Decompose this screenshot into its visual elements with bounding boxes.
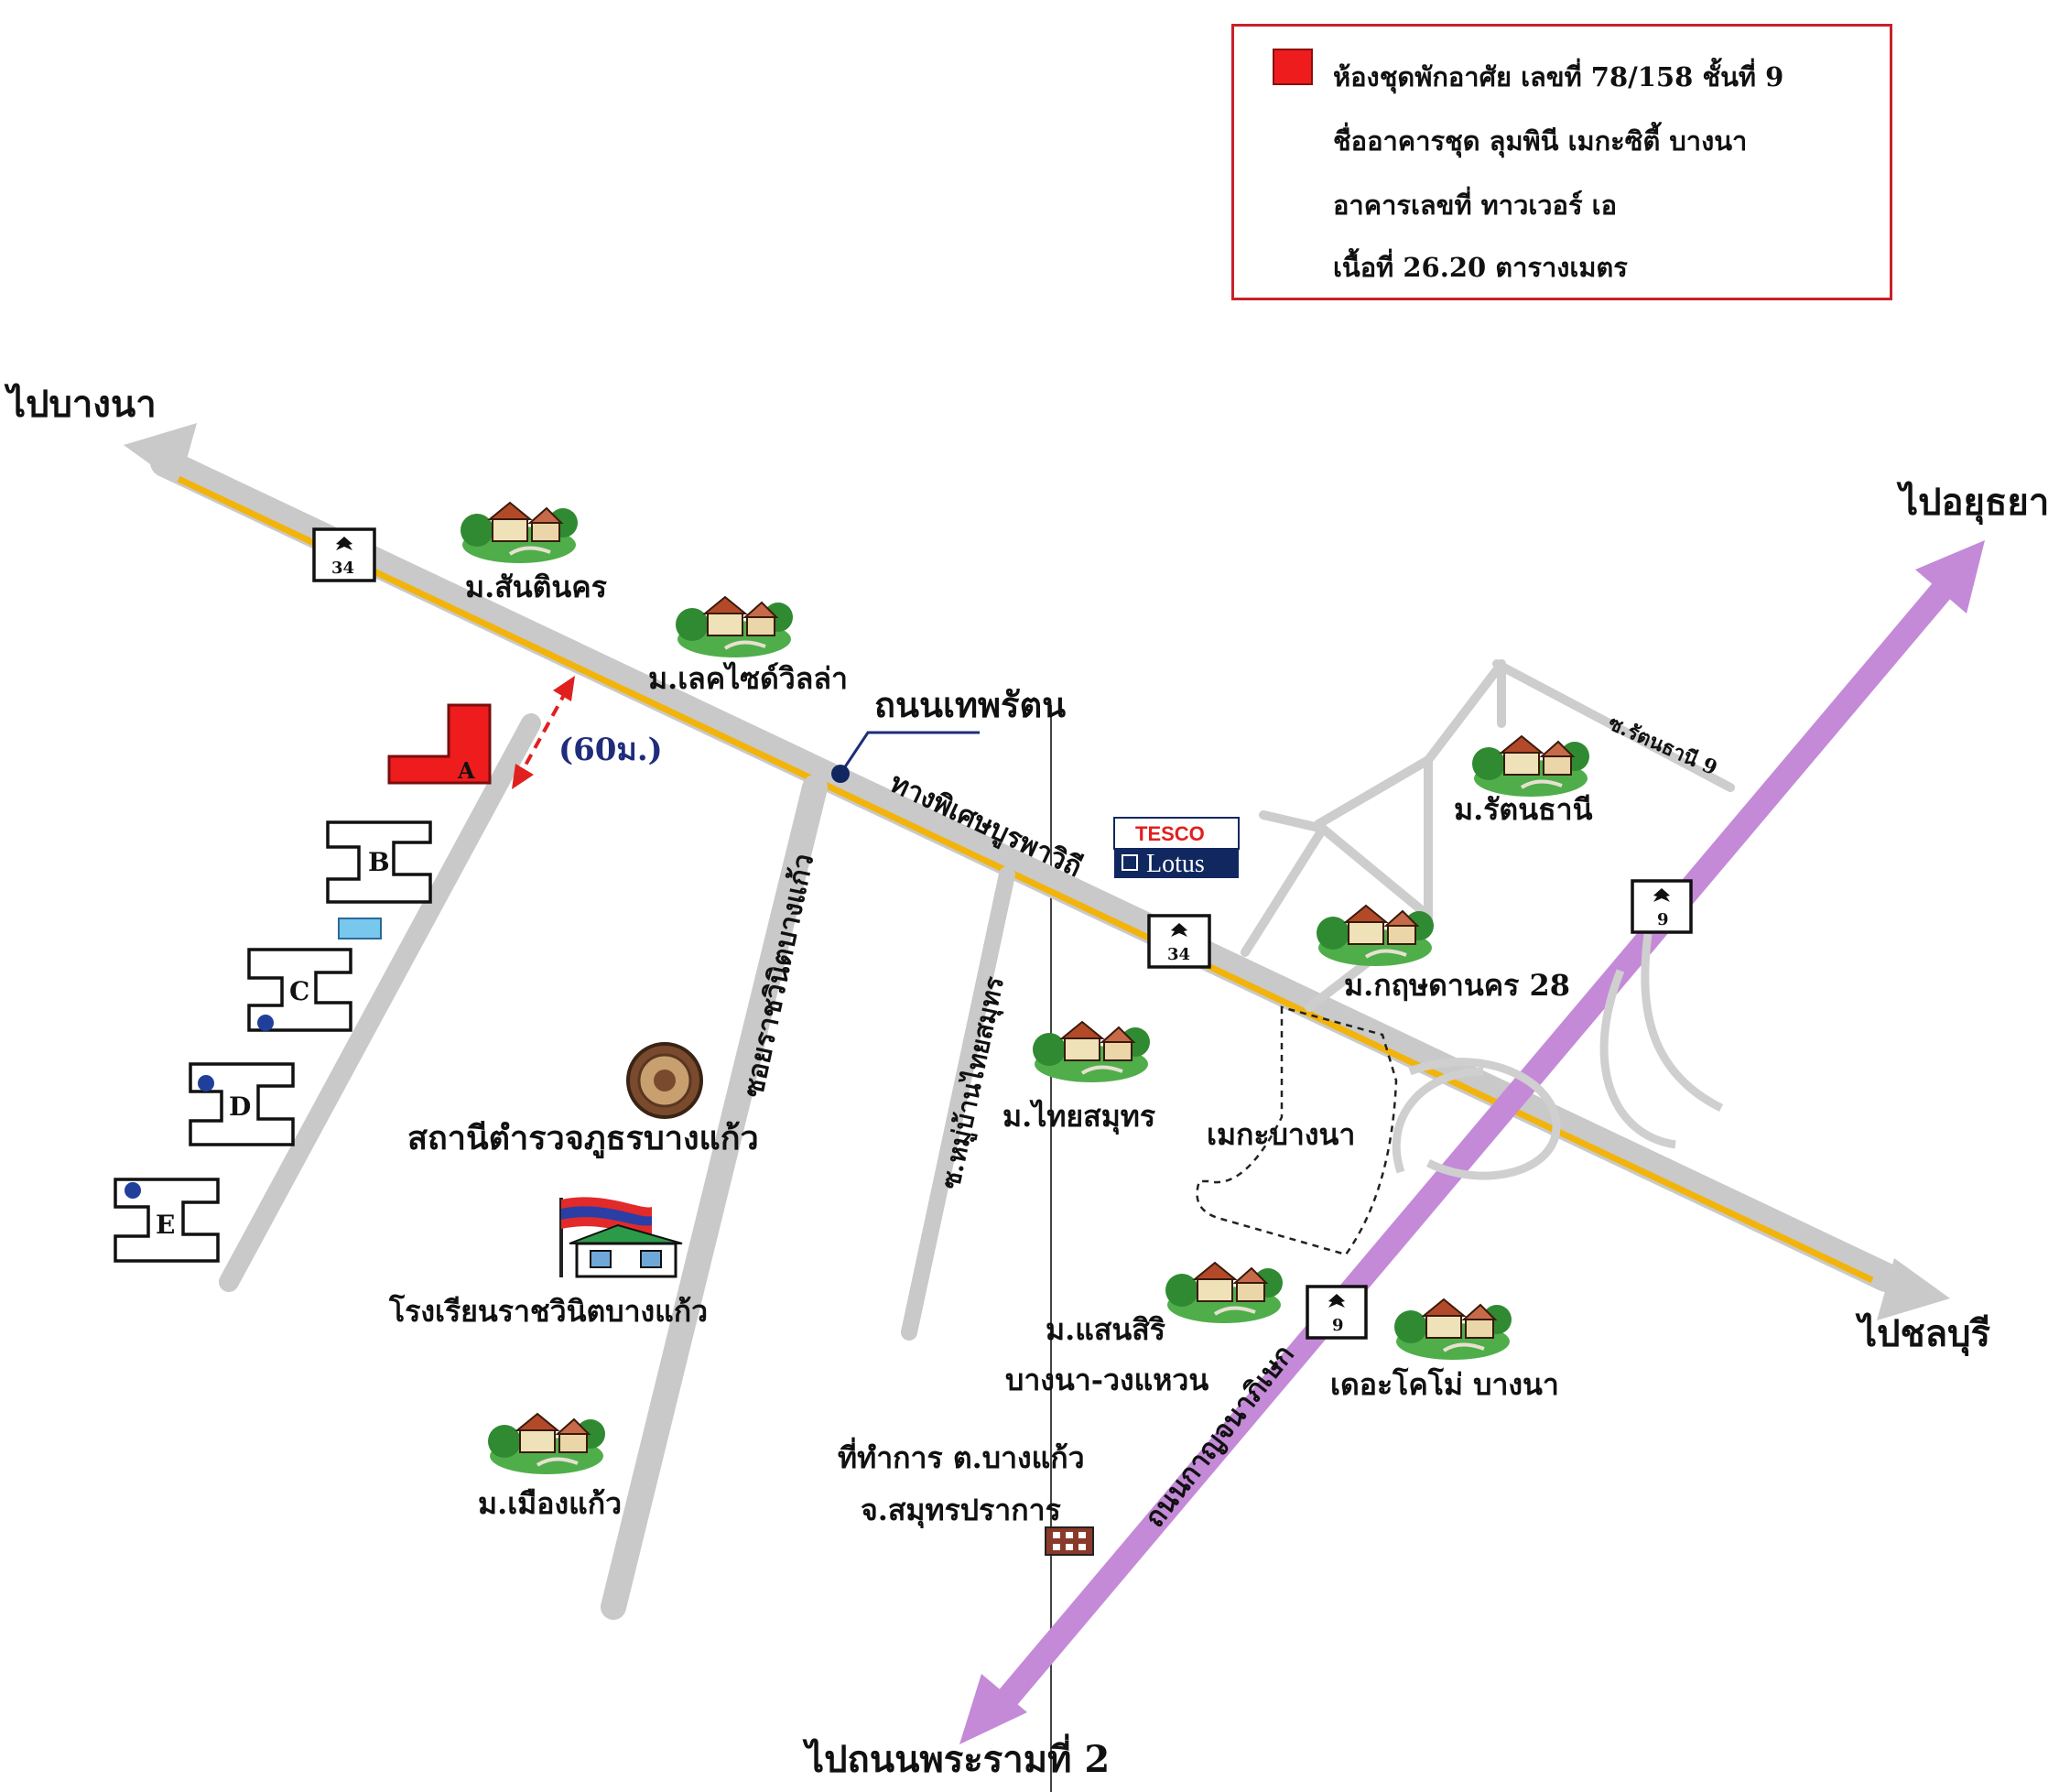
place-rattanathani: ม.รัตนธานี: [1454, 792, 1593, 827]
blue-dot-e: [125, 1182, 141, 1199]
place-thaisamut: ม.ไทยสมุทร: [1002, 1099, 1155, 1135]
mega-bangna-boundary: [1196, 1005, 1398, 1256]
police-badge-icon: [626, 1042, 703, 1119]
distance-indicator: [512, 676, 575, 789]
legend-line-1: ห้องชุดพักอาศัย เลขที่ 78/158 ชั้นที่ 9: [1333, 61, 1784, 92]
place-office-2: จ.สมุทรปราการ: [861, 1493, 1061, 1529]
legend-swatch: [1273, 49, 1313, 85]
soi-thaisamut-road: [901, 866, 1015, 1341]
tesco-label: TESCO: [1135, 822, 1205, 845]
shield-number-34-east: 34: [1167, 945, 1190, 964]
interchange: [1392, 933, 1724, 1180]
lotus-label: Lotus: [1146, 850, 1205, 878]
blue-dot-c: [257, 1015, 274, 1031]
place-thecomo: เดอะโคโม่ บางนา: [1330, 1367, 1559, 1402]
road-label-soi-thaisamut: ซ.หมู่บ้านไทยสมุทร: [936, 973, 1011, 1191]
place-school: โรงเรียนราชวินิตบางแก้ว: [388, 1294, 708, 1329]
tesco-lotus-sign: [1113, 817, 1240, 878]
legend-box: ห้องชุดพักอาศัย เลขที่ 78/158 ชั้นที่ 9 …: [1231, 24, 1892, 300]
village-house-icon: [488, 1412, 605, 1474]
building-label-a: A: [457, 757, 475, 784]
thepharat-pointer: [831, 731, 980, 783]
place-office-1: ที่ทำการ ต.บางแก้ว: [838, 1437, 1085, 1475]
building-label-c: C: [289, 976, 309, 1006]
village-house-icon: [1472, 734, 1589, 797]
place-muangkaew: ม.เมืองแก้ว: [478, 1486, 622, 1521]
legend-line-2: ชื่ออาคารชุด ลุมพินี เมกะซิตี้ บางนา: [1333, 125, 1748, 157]
shield-number-9-north: 9: [1657, 910, 1669, 929]
village-house-icon: [676, 595, 793, 657]
village-icons: [461, 501, 1589, 1474]
building-label-b: B: [368, 847, 390, 877]
rattanathani-roads: [1241, 659, 1735, 1012]
road-label-thepharat: ถนนเทพรัตน: [874, 684, 1066, 725]
building-b: [326, 820, 432, 904]
office-icon: [1045, 1526, 1094, 1556]
village-house-icon: [1317, 904, 1434, 966]
road-to-condo: [219, 713, 541, 1292]
building-e: [114, 1178, 220, 1263]
direction-ayutthaya: ไปอยุธยา: [1896, 481, 2049, 526]
village-house-icon: [1394, 1298, 1512, 1360]
village-house-icon: [1165, 1261, 1283, 1323]
building-c: [247, 948, 352, 1032]
place-sansiri-2: บางนา-วงแหวน: [1005, 1363, 1208, 1397]
main-road-thepharat: [124, 423, 1950, 1320]
blue-dot-d: [198, 1075, 214, 1091]
shield-34-east: [1147, 914, 1211, 969]
direction-rama2: ไปถนนพระรามที่ 2: [802, 1733, 1110, 1781]
shield-number-9-south: 9: [1332, 1316, 1344, 1335]
building-label-d: D: [229, 1091, 251, 1122]
direction-bangna: ไปบางนา: [4, 383, 157, 426]
direction-chonburi: ไปชลบุรี: [1855, 1312, 1991, 1357]
legend-line-3: อาคารเลขที่ ทาวเวอร์ เอ: [1333, 190, 1617, 221]
place-krisda: ม.กฤษดานคร 28: [1344, 968, 1570, 1003]
building-a: [387, 703, 492, 785]
shield-34-west: [312, 527, 376, 582]
place-megabangna: เมกะบางนา: [1207, 1117, 1355, 1152]
soi-rachawinit-road: [601, 775, 828, 1620]
building-d: [189, 1062, 295, 1146]
place-lakeside: ม.เลคไซด์วิลล่า: [648, 661, 848, 696]
village-house-icon: [1033, 1020, 1150, 1082]
place-sansiri-1: ม.แสนสิริ: [1046, 1312, 1165, 1347]
kanchanaphisek-highway: [959, 540, 1985, 1744]
shield-9-north: [1631, 879, 1693, 934]
place-santinakhon: ม.สันตินคร: [465, 570, 607, 604]
pool: [338, 918, 382, 939]
road-label-soi-rattanathani: ซ.รัตนธานี 9: [1605, 711, 1721, 781]
place-police: สถานีตำรวจภูธรบางแก้ว: [407, 1119, 759, 1159]
school-icon: [559, 1197, 683, 1278]
shield-number-34-west: 34: [331, 559, 354, 578]
shield-9-south: [1306, 1285, 1368, 1340]
building-label-e: E: [156, 1210, 175, 1240]
distance-label: (60ม.): [558, 732, 663, 768]
legend-line-4: เนื้อที่ 26.20 ตารางเมตร: [1333, 252, 1628, 283]
village-house-icon: [461, 501, 578, 563]
